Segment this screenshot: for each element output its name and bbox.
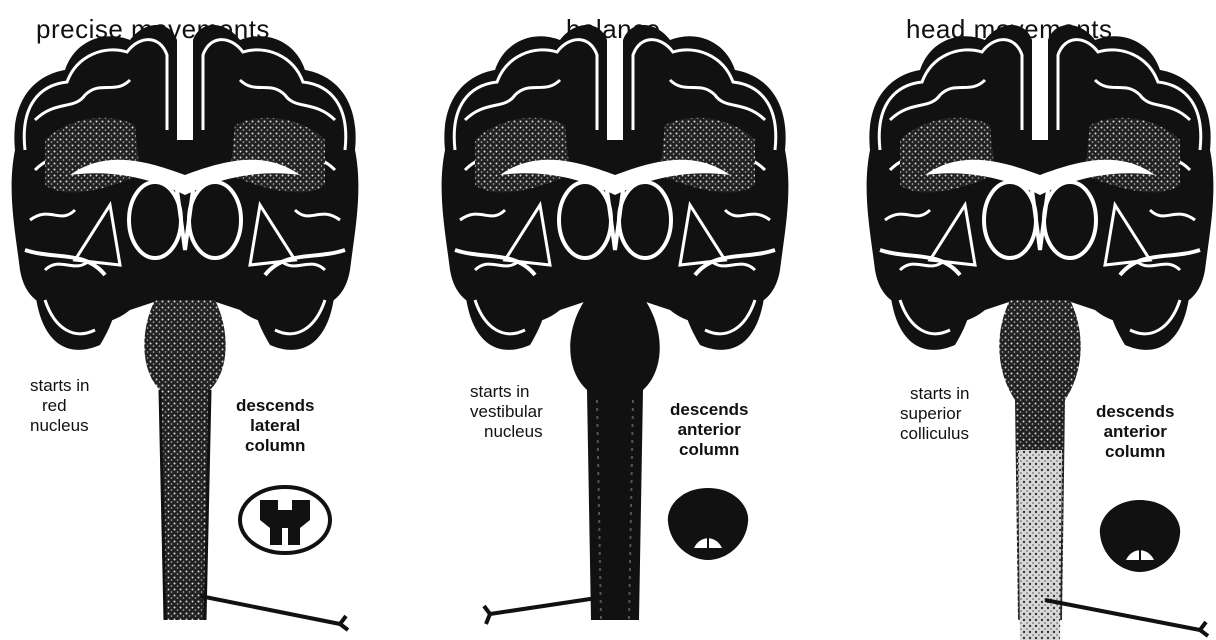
panel-3-nerve-fiber xyxy=(1045,600,1208,636)
panel-3-origin-label: starts in superior colliculus xyxy=(900,384,970,444)
panel-3-descends-label: descends anterior column xyxy=(1096,402,1174,462)
panel-2-spinal-cross-section xyxy=(668,488,748,560)
panel-1-nerve-fiber xyxy=(200,596,348,630)
panel-1-origin-label: starts in red nucleus xyxy=(30,376,90,436)
panel-3-spinal-cross-section xyxy=(1100,500,1180,572)
panel-2-descends-label: descends anterior column xyxy=(670,400,748,460)
panel-1-descends-label: descends lateral column xyxy=(236,396,314,456)
panel-1-spinal-cross-section xyxy=(240,487,330,553)
panel-2-origin-label: starts in vestibular nucleus xyxy=(470,382,543,442)
